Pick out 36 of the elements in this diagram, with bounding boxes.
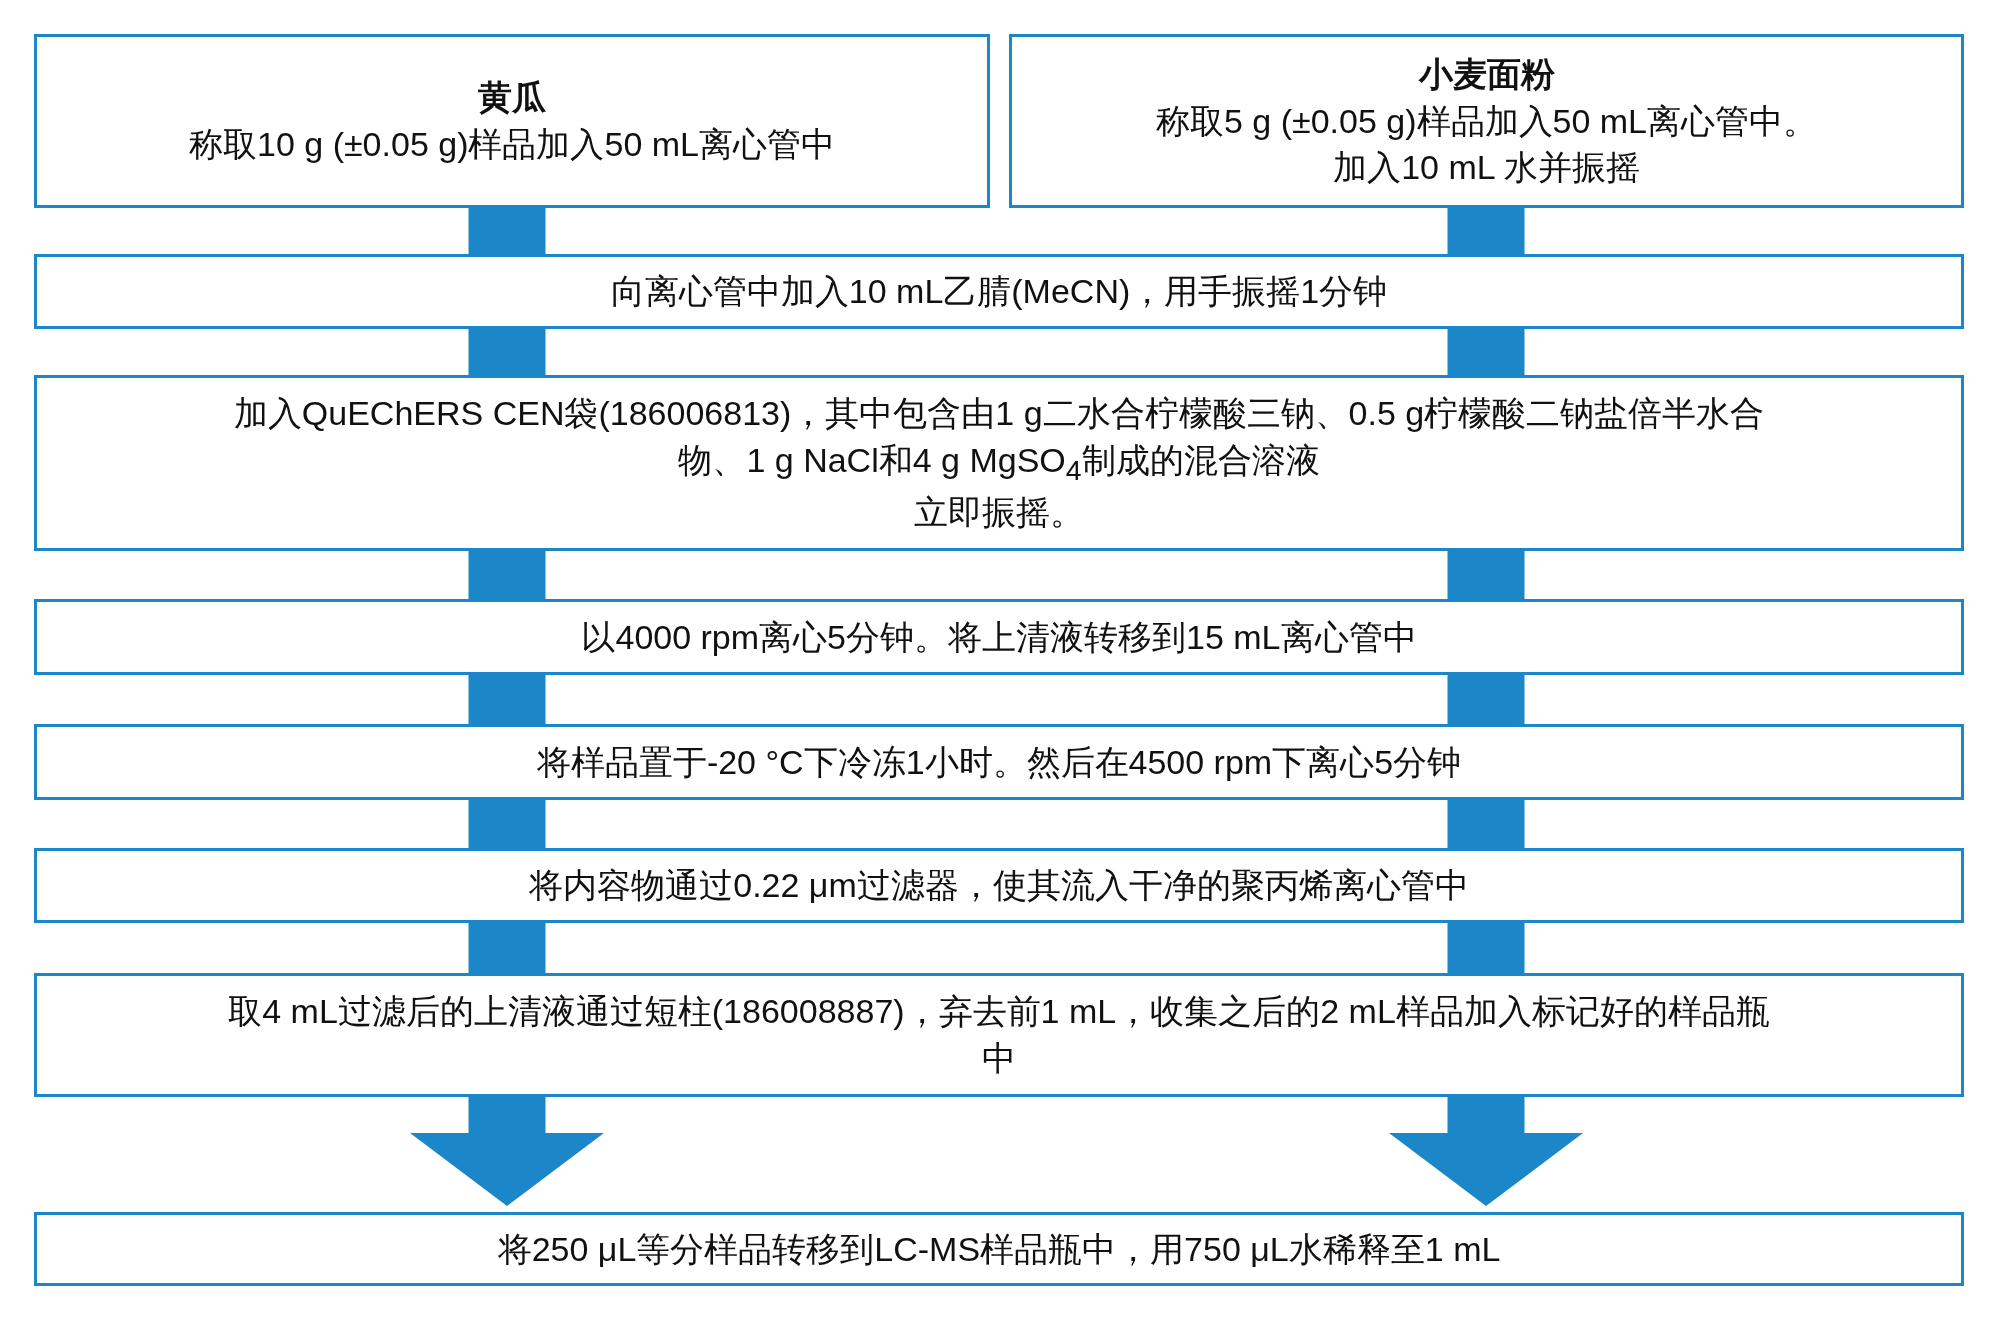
- connector-bar: [1447, 923, 1525, 973]
- connector-bar: [468, 800, 546, 848]
- process-box: [34, 724, 1964, 800]
- process-box: [34, 375, 1964, 551]
- process-box: [34, 254, 1964, 329]
- connector-bar: [468, 551, 546, 599]
- process-box: [34, 973, 1964, 1097]
- process-box: [1009, 34, 1964, 208]
- step-text: 加入QuEChERS CEN袋(186006813)，其中包含由1 g二水合柠檬酸三钠、0.5 g柠檬酸二钠盐倍半水合物、1 g NaCl和4 g MgSO$_{4}$制成的混合溶液: [232, 392, 1766, 488]
- connector-bar: [1447, 551, 1525, 599]
- process-box: [34, 848, 1964, 923]
- step-text: 将250 μL等分样品转移到LC-MS样品瓶中，用750 μL水稀释至1 mL: [497, 1228, 1501, 1270]
- connector-bar: [1447, 800, 1525, 848]
- step-text: 取4 mL过滤后的上清液通过短柱(186008887)，弃去前1 mL，收集之后的2 mL样品加入标记好的样品瓶中: [227, 991, 1771, 1079]
- connector-bar: [468, 923, 546, 973]
- arrow: [1389, 1097, 1583, 1206]
- box-heading: 小麦面粉: [1418, 53, 1555, 95]
- connector-bar: [468, 675, 546, 724]
- arrow: [410, 1097, 604, 1206]
- step-text: 称取10 g (±0.05 g)样品加入50 mL离心管中: [189, 124, 835, 165]
- connector-bar: [468, 329, 546, 375]
- step-text: 加入10 mL 水并振摇: [1333, 147, 1640, 189]
- process-box: [34, 34, 990, 208]
- connector-bar: [1447, 329, 1525, 375]
- step-text: 将样品置于-20 °C下冷冻1小时。然后在4500 rpm下离心5分钟: [536, 741, 1462, 783]
- step-text: 将内容物通过0.22 μm过滤器，使其流入干净的聚丙烯离心管中: [529, 865, 1469, 907]
- process-box: [34, 599, 1964, 675]
- connector-bar: [468, 208, 546, 254]
- step-text: 向离心管中加入10 mL乙腈(MeCN)，用手振摇1分钟: [610, 271, 1388, 313]
- step-text: 以4000 rpm离心5分钟。将上清液转移到15 mL离心管中: [581, 616, 1417, 658]
- process-box: [34, 1212, 1964, 1286]
- box-heading: 黄瓜: [478, 77, 546, 119]
- step-text: 称取5 g (±0.05 g)样品加入50 mL离心管中。: [1155, 100, 1817, 142]
- connector-bar: [1447, 208, 1525, 254]
- connector-bar: [1447, 675, 1525, 724]
- step-text: 立即振摇。: [914, 492, 1084, 534]
